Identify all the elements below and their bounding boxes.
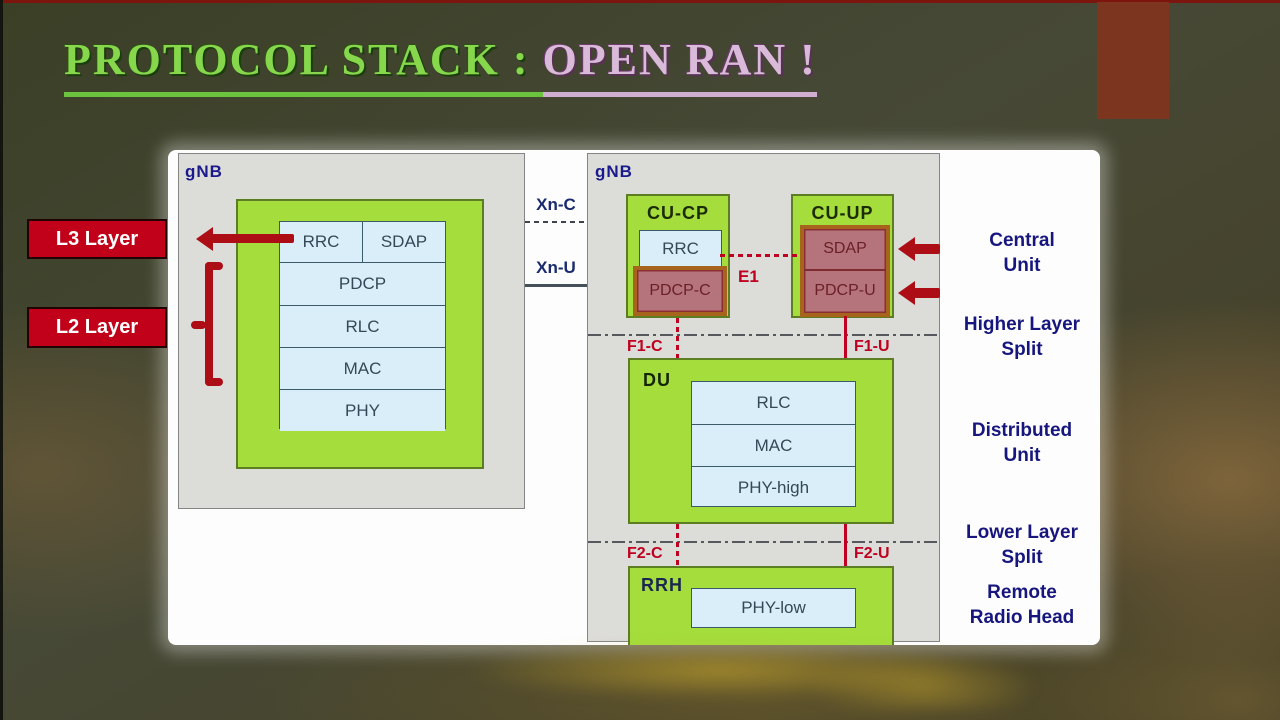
du-box: DU RLC MAC PHY-high [628, 358, 894, 524]
pdcp-u-arrow-bar [914, 288, 940, 298]
cu-up-box: CU-UP SDAP PDCP-U [791, 194, 894, 318]
title-pink-part: OPEN RAN ! [542, 35, 817, 97]
pdcp-u-left-arrow-icon [898, 281, 915, 305]
central-unit-line1: Central [989, 230, 1055, 251]
left-gnb-label: gNB [185, 162, 223, 181]
f1-u-label: F1-U [854, 338, 890, 355]
left-rrc-cell: RRC [302, 232, 340, 251]
sdap-arrow-bar [914, 244, 940, 254]
cu-cp-title: CU-CP [647, 203, 709, 223]
f2-c-label: F2-C [627, 545, 663, 562]
higher-split-line1: Higher Layer [963, 314, 1081, 335]
du-rlc-cell: RLC [756, 393, 791, 412]
f1-u-solid-line [844, 316, 847, 358]
cu-up-group: SDAP PDCP-U [800, 225, 890, 317]
cu-cp-rrc-cell: RRC [639, 230, 722, 268]
central-unit-line2: Unit [1003, 255, 1041, 276]
f2-u-solid-line [844, 524, 847, 566]
rust-accent-bar [1097, 2, 1169, 119]
left-gnb-panel: gNB RRC SDAP PDCP RLC MAC PHY [178, 153, 525, 509]
left-mac-cell: MAC [280, 347, 445, 389]
du-mac-cell: MAC [692, 424, 855, 466]
left-lower-stack: PDCP RLC MAC PHY [280, 262, 445, 431]
left-green-box: RRC SDAP PDCP RLC MAC PHY [236, 199, 484, 469]
right-gnb-label: gNB [595, 162, 633, 181]
distributed-unit-label: Distributed Unit [942, 418, 1102, 468]
l2-bracket-middle-tick [191, 321, 206, 329]
sdap-left-arrow-icon [898, 237, 915, 261]
xn-c-label: Xn-C [536, 195, 576, 214]
xn-c-dashed-line [525, 221, 587, 223]
top-border-line [0, 0, 1280, 3]
e1-dashed-line [720, 254, 798, 257]
e1-label: E1 [738, 267, 759, 286]
higher-split-line2: Split [1001, 339, 1043, 360]
left-protocol-stack: RRC SDAP PDCP RLC MAC PHY [279, 221, 446, 431]
remote-line1: Remote [987, 582, 1057, 603]
lower-split-line1: Lower Layer [966, 522, 1078, 543]
right-gnb-panel: gNB CU-CP RRC PDCP-C CU-UP SDAP PDCP-U E… [587, 153, 941, 645]
distributed-unit-line2: Unit [1003, 445, 1041, 466]
cu-up-pdcp-u-cell: PDCP-U [814, 282, 876, 299]
l3-left-arrow-icon [196, 227, 213, 251]
l2-bracket-bottom-arm [205, 378, 223, 386]
du-stack: RLC MAC PHY-high [691, 381, 856, 507]
l2-bracket-top-arm [205, 262, 223, 270]
left-sdap-cell: SDAP [362, 222, 445, 262]
left-pdcp-cell: PDCP [338, 274, 387, 293]
remote-line2: Radio Head [969, 607, 1075, 628]
title-green-part: PROTOCOL STACK : [64, 35, 543, 97]
lower-layer-split-label: Lower Layer Split [942, 520, 1102, 570]
central-unit-label: Central Unit [942, 228, 1102, 278]
rrc-sdap-row: RRC SDAP [280, 222, 445, 262]
remote-radio-head-label: Remote Radio Head [942, 580, 1102, 630]
cu-up-sdap-cell: SDAP [804, 229, 886, 271]
distributed-unit-line1: Distributed [971, 420, 1073, 441]
cu-cp-box: CU-CP RRC PDCP-C [626, 194, 730, 318]
rrh-box: RRH PHY-low [628, 566, 894, 645]
du-phy-high-cell: PHY-high [692, 466, 855, 508]
xn-u-solid-line [525, 284, 587, 287]
lower-split-dashdot-line [588, 541, 941, 543]
xn-u-label: Xn-U [536, 258, 576, 277]
l2-layer-tag: L2 Layer [27, 307, 167, 348]
l3-arrow-bar [212, 234, 294, 243]
left-border-line [0, 0, 3, 720]
rrh-title: RRH [641, 575, 683, 595]
slide-title: PROTOCOL STACK : OPEN RAN ! [64, 34, 817, 97]
left-rlc-cell: RLC [280, 305, 445, 347]
diagram-canvas: gNB RRC SDAP PDCP RLC MAC PHY Xn-C Xn-U … [168, 150, 1100, 645]
f1-c-label: F1-C [627, 338, 663, 355]
f1-c-dashed-line [676, 318, 679, 358]
du-title: DU [643, 370, 671, 390]
f2-u-label: F2-U [854, 545, 890, 562]
rrh-phy-low-cell: PHY-low [691, 588, 856, 628]
l3-layer-tag: L3 Layer [27, 219, 167, 259]
higher-split-dashdot-line [588, 334, 941, 336]
f2-c-dashed-line [676, 524, 679, 566]
blurred-watermark [440, 643, 1060, 711]
left-phy-cell: PHY [280, 389, 445, 431]
l2-bracket-icon [205, 262, 213, 386]
cu-up-title: CU-UP [811, 203, 874, 223]
lower-split-line2: Split [1001, 547, 1043, 568]
higher-layer-split-label: Higher Layer Split [942, 312, 1102, 362]
cu-cp-pdcp-c-cell: PDCP-C [633, 266, 727, 316]
